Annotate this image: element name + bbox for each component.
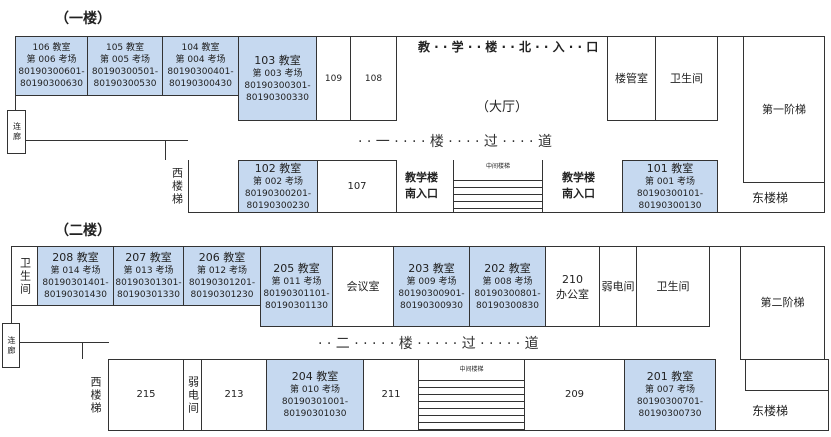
floor2-weak-current-room-east: 弱电间 — [599, 246, 637, 327]
room-107: 107 — [317, 160, 397, 213]
floor1-corridor-label: · · 一 · · · · 楼 · · · · 过 · · · · 道 — [358, 134, 552, 150]
floor1-restroom: 卫生间 — [655, 36, 718, 121]
floor2-title: （二楼） — [55, 223, 111, 239]
floor2-east-stairs-landing — [745, 359, 829, 391]
meeting-room: 会议室 — [332, 246, 394, 327]
hall-label: （大厅） — [476, 100, 529, 115]
building-management-room: 楼管室 — [607, 36, 656, 121]
room-209: 209 — [524, 359, 625, 431]
room-215: 215 — [108, 359, 184, 431]
room-213: 213 — [201, 359, 267, 431]
floor2-middle-stairs: 中间楼梯 — [418, 359, 525, 430]
floor2-restroom-west: 卫生间 — [11, 246, 38, 306]
first-lecture-hall: 第一阶梯 — [743, 36, 825, 183]
south-entrance-1: 教学楼南入口 — [405, 171, 438, 200]
floor2-corridor-label: · · 二 · · · · · 楼 · · · · · 过 · · · · · … — [318, 336, 539, 352]
floor1-top-wall — [15, 36, 824, 37]
room-211: 211 — [363, 359, 419, 431]
north-entrance-label: 教 · · 学 · · 楼 · · 北 · · 入 · · 口 — [418, 40, 599, 54]
floor2-weak-current-room-west: 弱电间 — [183, 359, 202, 431]
floor1-west-stairs: 西楼梯 — [165, 160, 189, 213]
room-109: 109 — [316, 36, 351, 121]
floor1-connector: 连廊 — [7, 110, 26, 154]
floor1-connector-wall — [25, 140, 188, 141]
floor2-west-stairs: 西楼梯 — [82, 359, 109, 431]
room-108: 108 — [350, 36, 397, 121]
south-entrance-2: 教学楼南入口 — [562, 171, 595, 200]
floor2-east-wall-lower — [828, 359, 829, 431]
floor2-bottom-wall — [82, 430, 828, 431]
floor1-bottom-wall — [165, 212, 824, 213]
floor2-connector: 连廊 — [2, 323, 20, 368]
floor1-east-stairs: 东楼梯 — [752, 191, 789, 205]
floor2-connector-wall — [19, 342, 109, 343]
floor1-middle-stairs: 中间楼梯 — [453, 160, 543, 212]
second-lecture-hall: 第二阶梯 — [740, 246, 825, 360]
floor1-title: （一楼） — [55, 11, 111, 27]
floor2-east-stairs: 东楼梯 — [752, 404, 789, 418]
floor2-restroom-east: 卫生间 — [636, 246, 710, 327]
